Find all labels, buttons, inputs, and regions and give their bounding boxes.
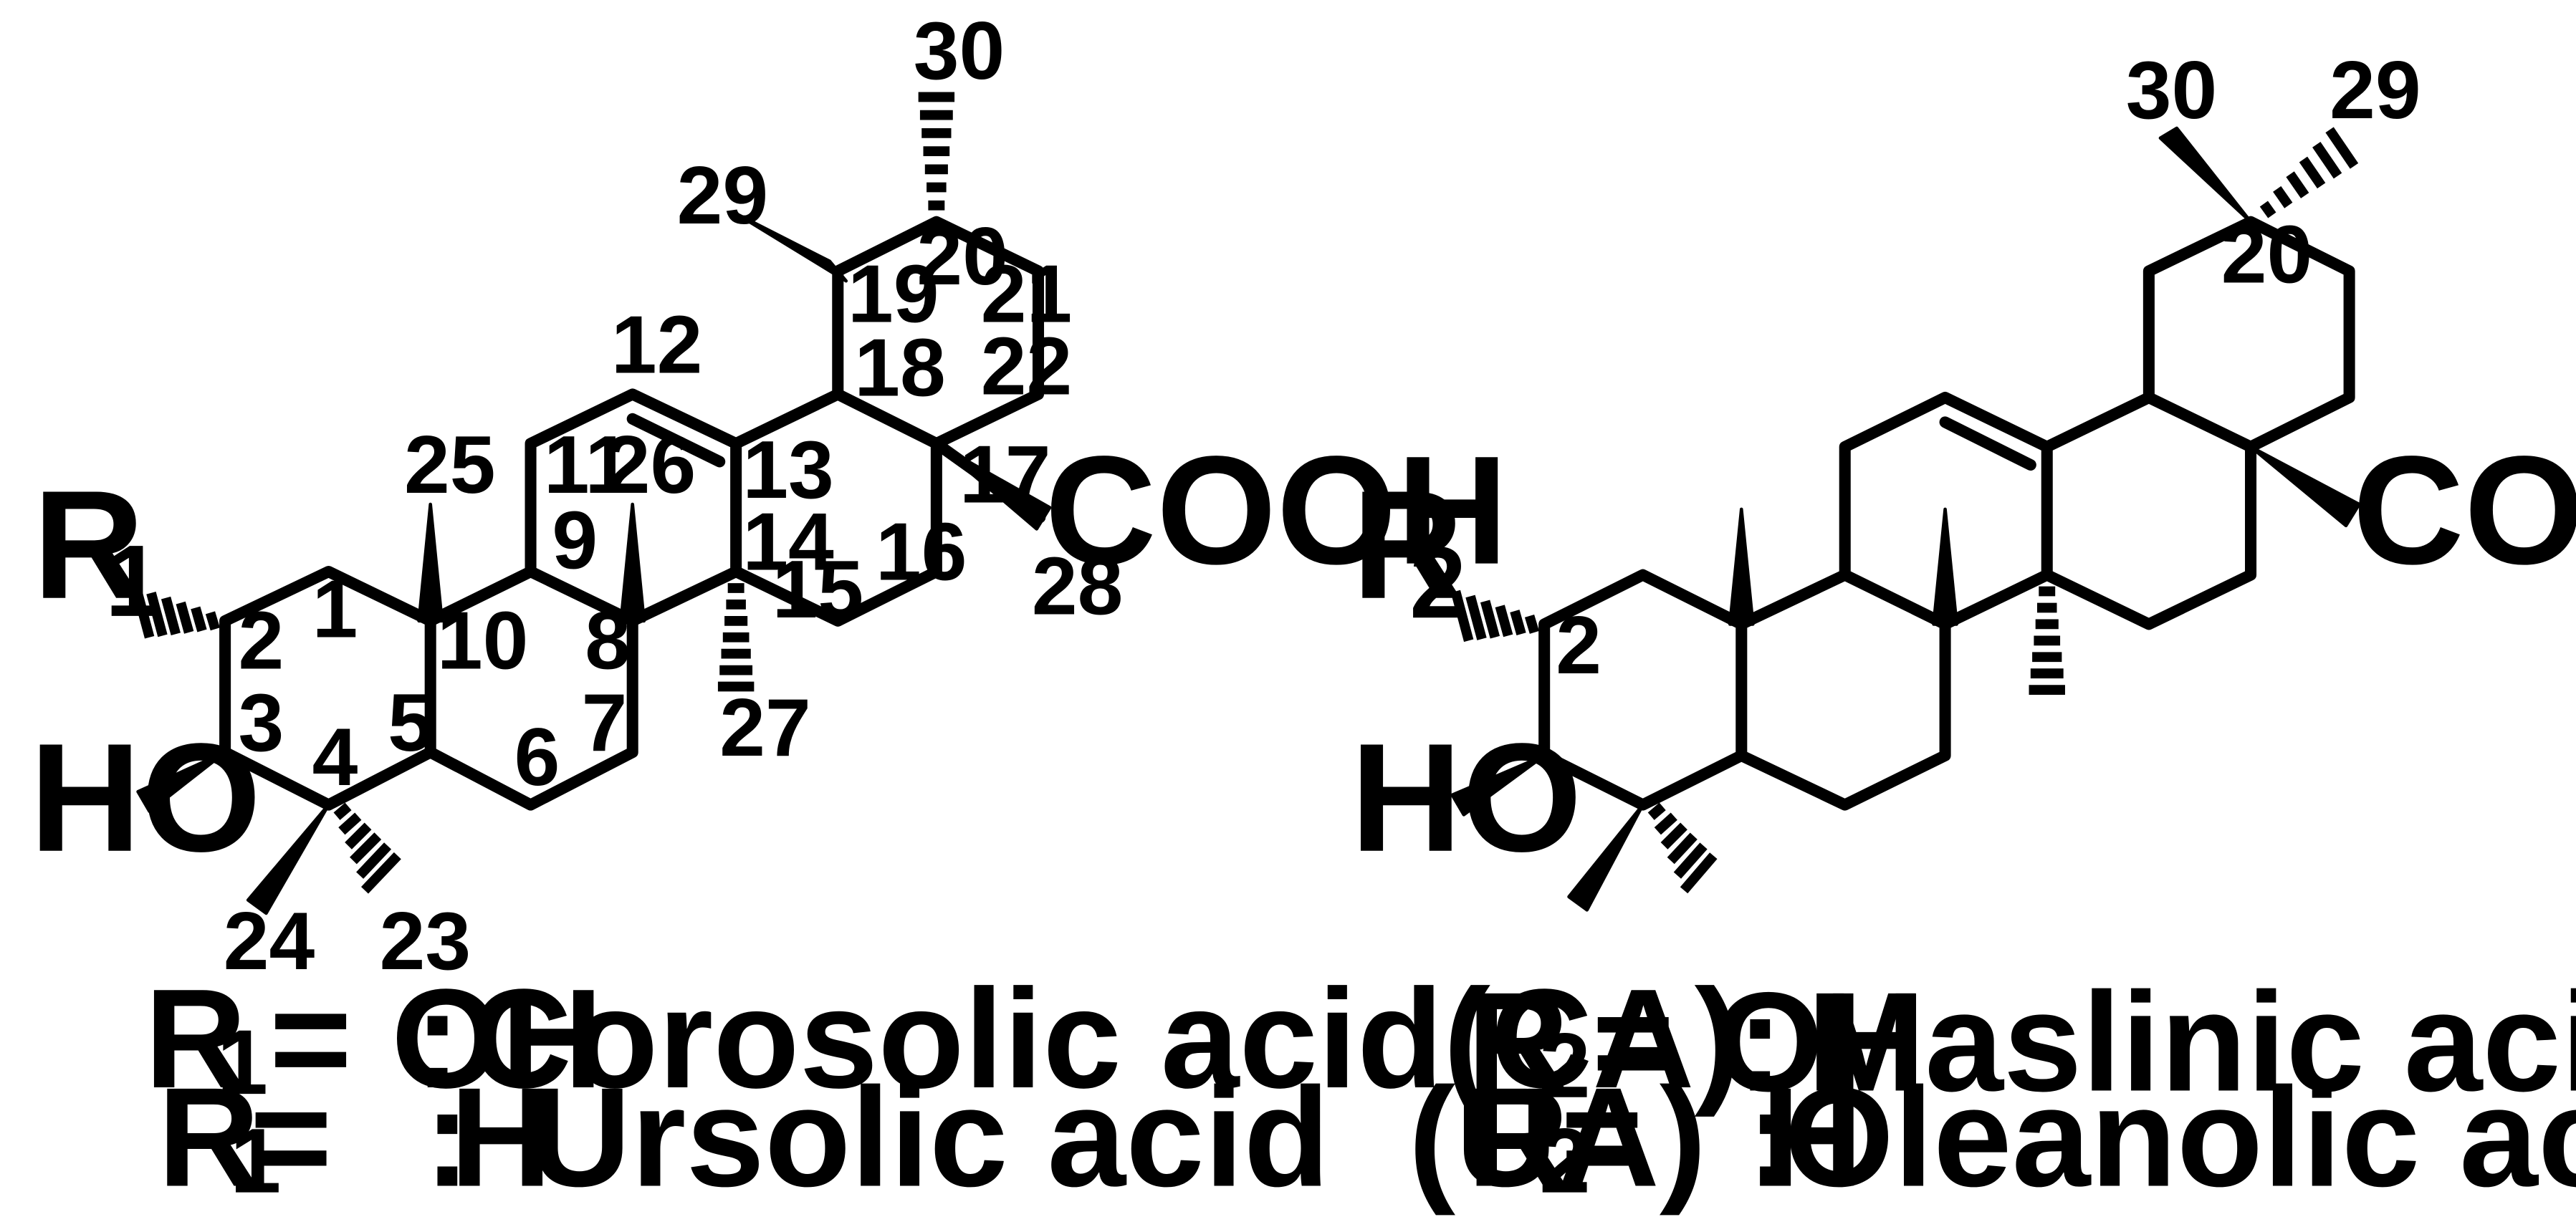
hash-c23 — [1647, 802, 1718, 894]
carbon-number: 30 — [914, 5, 1005, 97]
legend-row: R 2 = H : Oleanolic acid(OA) — [1467, 1059, 2576, 1216]
legend-row: R 2 = OH : Maslinic acid (MA) — [1467, 963, 2576, 1121]
wedge-c28 — [934, 441, 1052, 531]
carbon-number: 14 — [742, 496, 834, 588]
right-atom-labels: R 2 HO COOH — [1351, 424, 2576, 884]
right-r-label: R — [1352, 458, 1464, 631]
legend-subscript: 2 — [1539, 1110, 1590, 1213]
left-atom-labels: R 1 HO COOH — [29, 424, 1508, 884]
legend-separator: : — [1736, 963, 1783, 1121]
carbon-number: 13 — [742, 424, 834, 516]
left-cooh-label: COOH — [1045, 424, 1508, 597]
left-structure: R 1 HO COOH 1 2 3 4 5 6 7 8 9 10 11 12 1… — [29, 5, 1508, 987]
hash-r1 — [131, 587, 220, 639]
wedge-c29 — [734, 211, 848, 283]
legend-right: R 2 = OH : Maslinic acid (MA) R 2 = H : … — [1467, 963, 2576, 1216]
legend-row: R 1 = OH : Corosolic acid(CA) — [145, 960, 1742, 1117]
carbon-number: 25 — [404, 419, 496, 511]
legend-compound-name: Corosolic acid(CA) — [470, 960, 1742, 1117]
hash-c29 — [2259, 127, 2359, 218]
hash-c27 — [2029, 586, 2065, 695]
hash-c27 — [717, 583, 755, 692]
carbon-number: 21 — [981, 249, 1073, 340]
carbon-number: 6 — [514, 711, 560, 803]
legend-compound-name: Ursolic acid (UA) — [529, 1059, 1706, 1216]
legend-compound-name: Oleanolic acid(OA) — [1784, 1059, 2576, 1216]
hash-c23 — [333, 802, 401, 894]
carbon-number: 5 — [388, 677, 434, 769]
left-r-label: R — [33, 458, 145, 631]
left-carbon-numbers: 1 2 3 4 5 6 7 8 9 10 11 12 13 14 15 16 1… — [224, 5, 1124, 987]
carbon-number: 9 — [552, 494, 598, 586]
carbon-number: 3 — [238, 677, 284, 769]
legend-r: R — [1467, 963, 1569, 1121]
carbon-number: 29 — [677, 150, 769, 241]
carbon-number: 22 — [981, 320, 1073, 412]
carbon-number: 11 — [544, 419, 631, 511]
legend-row: R 1 = H : Ursolic acid (UA) — [158, 1059, 1706, 1216]
wedge-c30 — [2158, 126, 2253, 223]
carbon-number: 27 — [719, 682, 811, 774]
right-structure: R 2 HO COOH 2 20 29 30 — [1351, 44, 2576, 912]
legend-subscript: 1 — [217, 1011, 268, 1114]
wedge-c26 — [1932, 507, 1958, 626]
carbon-number: 15 — [772, 544, 864, 635]
legend-r: R — [145, 960, 246, 1117]
wedge-c26 — [619, 502, 646, 623]
legend-subscript: 2 — [1539, 1015, 1590, 1117]
right-r-subscript: 2 — [1409, 526, 1466, 640]
wedge-c28 — [2249, 445, 2361, 528]
wedge-ho — [1450, 754, 1546, 817]
hash-r2 — [1450, 590, 1539, 643]
carbon-number: 26 — [605, 419, 696, 511]
carbon-number: 4 — [312, 711, 358, 803]
carbon-number: 24 — [224, 895, 315, 987]
wedge-c25 — [1728, 507, 1755, 626]
legend-r: R — [158, 1059, 259, 1216]
legend-substituent: = H — [1561, 1059, 1863, 1216]
legend-separator: : — [1746, 1059, 1794, 1216]
carbon-number: 20 — [916, 211, 1008, 302]
hash-c30 — [918, 92, 955, 211]
right-cooh-label: COOH — [2352, 424, 2576, 597]
carbon-number: 20 — [2221, 209, 2313, 301]
carbon-number: 30 — [2126, 44, 2218, 136]
carbon-number: 17 — [959, 429, 1051, 521]
carbon-number: 28 — [1032, 541, 1124, 632]
carbon-number: 10 — [437, 595, 529, 686]
left-r-subscript: 1 — [105, 524, 162, 638]
wedge-ho — [136, 750, 227, 814]
right-stereo-bonds — [1450, 126, 2361, 912]
carbon-number: 23 — [380, 895, 471, 987]
carbon-number: 18 — [854, 322, 946, 414]
right-ho-label: HO — [1351, 711, 1582, 884]
wedge-c25 — [417, 502, 444, 623]
carbon-number: 8 — [585, 595, 631, 686]
carbon-number: 2 — [1556, 600, 1601, 691]
legend-substituent: = OH — [1592, 963, 1926, 1121]
carbon-number: 12 — [611, 299, 702, 391]
legend-subscript: 1 — [230, 1110, 281, 1213]
carbon-number: 7 — [582, 677, 628, 769]
legend-separator: : — [424, 1059, 471, 1216]
legend-separator: : — [414, 960, 461, 1117]
legend-r: R — [1467, 1059, 1569, 1216]
left-stereo-bonds — [131, 92, 1052, 915]
carbon-number: 29 — [2330, 44, 2421, 136]
carbon-number: 1 — [312, 564, 358, 655]
legend-substituent: = OH — [269, 960, 603, 1117]
legend-left: R 1 = OH : Corosolic acid(CA) R 1 = H : … — [145, 960, 1742, 1216]
left-ho-label: HO — [29, 711, 261, 884]
carbon-number: 19 — [848, 249, 939, 340]
carbon-number: 16 — [876, 506, 967, 597]
wedge-c24 — [246, 803, 330, 915]
right-carbon-numbers: 2 20 29 30 — [1556, 44, 2421, 691]
wedge-c24 — [1567, 803, 1645, 912]
legend-compound-name: Maslinic acid (MA) — [1807, 963, 2576, 1121]
legend-substituent: = H — [249, 1059, 552, 1216]
carbon-number: 2 — [238, 595, 284, 686]
